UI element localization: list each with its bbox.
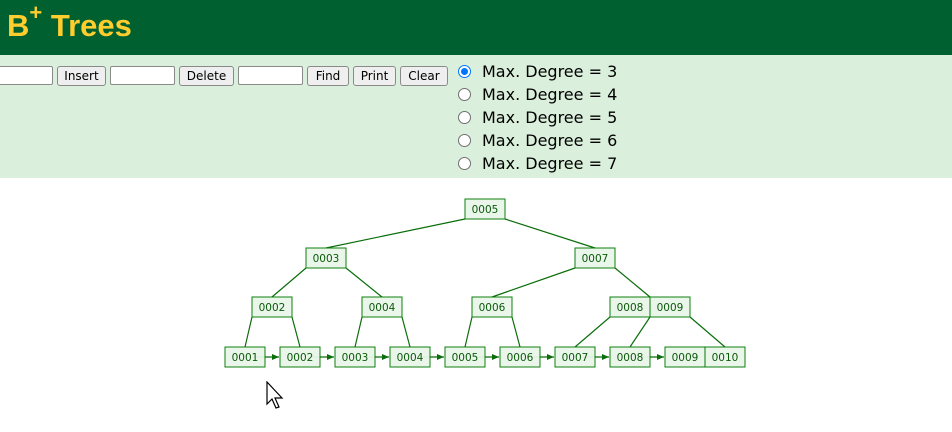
degree-option-6[interactable]: Max. Degree = 6 xyxy=(458,129,617,151)
tree-edge xyxy=(271,267,307,298)
tree-edge xyxy=(491,267,576,298)
node-key-box xyxy=(704,346,746,368)
controls-panel: Insert Delete Find Print Clear Max. Degr… xyxy=(0,55,952,178)
node-key-label: 0008 xyxy=(617,352,644,364)
tree-edge xyxy=(244,316,253,348)
node-key-box xyxy=(499,346,541,368)
tree-edge xyxy=(689,316,726,348)
node-key-box xyxy=(649,296,691,318)
radio-label: Max. Degree = 6 xyxy=(482,130,618,150)
tree-edge xyxy=(629,316,651,348)
node-key-label: 0004 xyxy=(397,352,424,364)
tree-node-leaf: 0003 xyxy=(334,346,376,368)
node-key-label: 0002 xyxy=(259,302,286,314)
node-key-box xyxy=(389,346,431,368)
tree-node-leaf: 0004 xyxy=(389,346,431,368)
tree-edge xyxy=(511,316,521,348)
radio-button[interactable] xyxy=(458,110,471,124)
tree-nodes: 0005 0003 0007 0002 0004 0006 0008 0009 0001 0002… xyxy=(224,198,746,368)
tree-node-root: 0005 xyxy=(464,198,506,220)
tree-edge xyxy=(345,267,383,298)
radio-label: Max. Degree = 7 xyxy=(482,153,618,173)
tree-node-internal: 0002 xyxy=(251,296,293,318)
radio-label: Max. Degree = 4 xyxy=(482,84,618,104)
radio-button[interactable] xyxy=(458,64,471,78)
find-input[interactable] xyxy=(238,66,303,85)
tree-node-internal: 0004 xyxy=(361,296,403,318)
tree-node-leaf: 0001 xyxy=(224,346,266,368)
node-key-box xyxy=(251,296,293,318)
clear-button[interactable]: Clear xyxy=(400,66,448,86)
page-header: B+ Trees xyxy=(0,0,952,55)
node-key-label: 0008 xyxy=(617,302,644,314)
node-key-box xyxy=(444,346,486,368)
node-key-box xyxy=(609,346,651,368)
node-key-label: 0001 xyxy=(232,352,259,364)
tree-edge xyxy=(614,267,651,298)
tree-node-leaf: 0009 0010 xyxy=(664,346,746,368)
radio-label: Max. Degree = 3 xyxy=(482,61,618,81)
node-key-box xyxy=(574,247,616,269)
degree-option-4[interactable]: Max. Degree = 4 xyxy=(458,83,617,105)
node-key-box xyxy=(224,346,266,368)
delete-button[interactable]: Delete xyxy=(179,66,234,86)
tree-edge xyxy=(574,316,611,348)
tree-edge xyxy=(354,316,363,348)
tree-node-leaf: 0007 xyxy=(554,346,596,368)
mouse-cursor-icon xyxy=(266,381,284,409)
node-key-label: 0003 xyxy=(342,352,369,364)
tree-edge xyxy=(325,218,466,249)
node-key-label: 0007 xyxy=(582,253,609,265)
node-key-box xyxy=(471,296,513,318)
tree-edge xyxy=(291,316,301,348)
tree-node-leaf: 0006 xyxy=(499,346,541,368)
degree-option-5[interactable]: Max. Degree = 5 xyxy=(458,106,617,128)
degree-option-7[interactable]: Max. Degree = 7 xyxy=(458,152,617,174)
node-key-box xyxy=(334,346,376,368)
tree-node-internal: 0007 xyxy=(574,247,616,269)
node-key-label: 0006 xyxy=(507,352,534,364)
delete-input[interactable] xyxy=(110,66,175,85)
tree-edge xyxy=(504,218,596,249)
node-key-label: 0003 xyxy=(313,253,340,265)
insert-button[interactable]: Insert xyxy=(57,66,106,86)
page-title: B+ Trees xyxy=(7,0,132,44)
node-key-label: 0007 xyxy=(562,352,589,364)
radio-button[interactable] xyxy=(458,133,471,147)
node-key-label: 0005 xyxy=(452,352,479,364)
find-button[interactable]: Find xyxy=(307,66,349,86)
node-key-label: 0005 xyxy=(472,204,499,216)
title-superscript: + xyxy=(29,0,43,25)
tree-node-leaf: 0005 xyxy=(444,346,486,368)
node-key-box xyxy=(464,198,506,220)
node-key-label: 0009 xyxy=(657,302,684,314)
node-key-box xyxy=(554,346,596,368)
tree-edge xyxy=(401,316,411,348)
node-key-label: 0002 xyxy=(287,352,314,364)
node-key-label: 0010 xyxy=(712,352,739,364)
radio-button[interactable] xyxy=(458,156,471,170)
node-key-label: 0009 xyxy=(672,352,699,364)
tree-edges xyxy=(244,218,726,348)
bplus-tree-canvas: 0005 0003 0007 0002 0004 0006 0008 0009 0001 0002… xyxy=(224,198,746,368)
tree-node-internal: 0003 xyxy=(305,247,347,269)
radio-label: Max. Degree = 5 xyxy=(482,107,618,127)
tree-node-leaf: 0002 xyxy=(279,346,321,368)
print-button[interactable]: Print xyxy=(353,66,396,86)
node-key-box xyxy=(361,296,403,318)
node-key-label: 0004 xyxy=(369,302,396,314)
node-key-label: 0006 xyxy=(479,302,506,314)
tree-node-leaf: 0008 xyxy=(609,346,651,368)
tree-edge xyxy=(464,316,473,348)
radio-button[interactable] xyxy=(458,87,471,101)
node-key-box xyxy=(279,346,321,368)
tree-node-internal: 0006 xyxy=(471,296,513,318)
insert-input[interactable] xyxy=(0,66,53,85)
tree-node-internal: 0008 0009 xyxy=(609,296,691,318)
degree-option-3[interactable]: Max. Degree = 3 xyxy=(458,60,617,82)
node-key-box xyxy=(305,247,347,269)
